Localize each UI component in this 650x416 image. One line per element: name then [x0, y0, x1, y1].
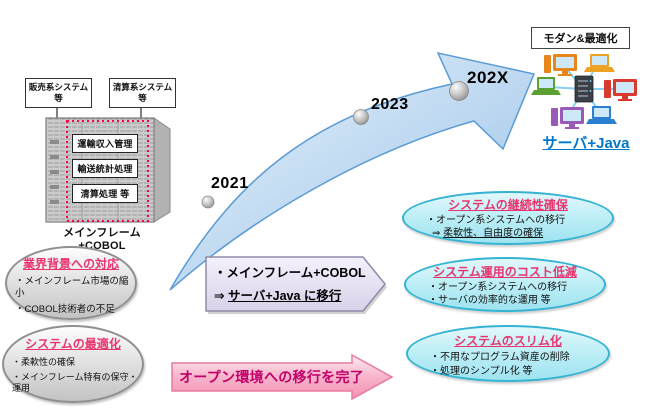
bubble-item: ・サーバの効率的な運用 等 — [428, 295, 551, 306]
bubble-industry-background: 業界背景への対応 ・メインフレーム市場の縮小 ・COBOL技術者の不足 — [5, 246, 137, 320]
migration-target: サーバ+Java に移行 — [227, 288, 342, 303]
year-2023: 2023 — [371, 96, 409, 113]
mainframe-module-transport-stats: 輸送統計処理 — [72, 159, 138, 178]
laptop-orange-icon — [584, 54, 615, 72]
bubble-item-underlined: 柔軟性、自由度の確保 — [443, 228, 544, 239]
bubble-item: ・COBOL技術者の不足 — [15, 303, 115, 315]
year-202x: 202X — [467, 68, 509, 87]
mainframe-module-settlement: 清算処理 等 — [72, 184, 138, 203]
bubble-cost-reduction: システム運用のコスト低減 ・オープン系システムへの移行 ・サーバの効率的な運用 … — [404, 257, 606, 312]
bubble-system-optimization: システムの最適化 ・柔軟性の確保 ・メインフレーム特有の保守・運用 — [2, 325, 144, 403]
bubble-item: ・メインフレーム市場の縮小 — [15, 276, 129, 300]
bubble-item: ・オープン系システムへの移行 — [426, 215, 566, 226]
bubble-item: ⇒ 柔軟性、自由度の確保 — [404, 227, 612, 240]
server-java-caption: サーバ+Java — [542, 135, 630, 152]
year-2021: 2021 — [211, 175, 249, 192]
pink-arrow-label: オープン環境への移行を完了 — [179, 369, 365, 385]
arrow-symbol: ⇒ — [432, 228, 444, 239]
bubble-item: ・柔軟性の確保 — [12, 357, 76, 367]
arrow-symbol: ⇒ — [214, 288, 228, 303]
laptop-green-icon — [531, 77, 561, 95]
bubble-title: システムの最適化 — [25, 337, 121, 351]
external-system-box-sales: 販売系システム 等 — [25, 78, 92, 108]
bubble-item: ・処理のシンプル化 等 — [430, 366, 533, 377]
modern-network — [531, 54, 637, 129]
bubble-item: ・オープン系システムへの移行 — [428, 282, 568, 293]
bubble-title: システムのスリム化 — [454, 334, 562, 348]
bubble-system-slimming: システムのスリム化 ・不用なプログラム資産の削除 ・処理のシンプル化 等 — [406, 325, 610, 382]
center-pentagon — [205, 256, 387, 314]
bubble-title: システム運用のコスト低減 — [433, 265, 577, 279]
desktop-red-icon — [604, 79, 637, 101]
bubble-title: システムの継続性確保 — [448, 198, 568, 212]
desktop-purple-icon — [551, 107, 584, 129]
timeline-pins — [201, 81, 469, 209]
bubble-system-continuity: システムの継続性確保 ・オープン系システムへの移行 ⇒ 柔軟性、自由度の確保 — [402, 191, 614, 245]
server-icon — [574, 75, 594, 103]
pink-arrow-shape — [171, 353, 394, 401]
external-system-box-settlement: 清算系システム 等 — [109, 78, 176, 108]
center-box-line1: ・メインフレーム+COBOL — [214, 266, 366, 280]
bubble-title: 業界背景への対応 — [22, 257, 119, 271]
legacy-scope-dotted-border — [66, 120, 149, 222]
modern-title-box: モダン&最適化 — [531, 27, 630, 49]
system-suffix: 等 — [54, 93, 63, 103]
center-box-line2: ⇒ サーバ+Java に移行 — [214, 285, 374, 308]
desktop-orange-icon — [544, 54, 577, 76]
system-name: 清算系システム — [112, 82, 173, 93]
system-name: 販売系システム — [28, 82, 89, 93]
timeline-arrow — [169, 51, 536, 291]
laptop-blue-icon — [586, 106, 617, 124]
bubble-item: ・不用なプログラム資産の削除 — [430, 352, 570, 363]
external-system-connectors — [56, 106, 142, 119]
mainframe-module-revenue: 運輸収入管理 — [72, 134, 138, 153]
center-box-text: ・メインフレーム+COBOL ⇒ サーバ+Java に移行 — [214, 262, 374, 307]
bubble-item: ・メインフレーム特有の保守・運用 — [12, 371, 138, 394]
system-suffix: 等 — [138, 93, 147, 103]
